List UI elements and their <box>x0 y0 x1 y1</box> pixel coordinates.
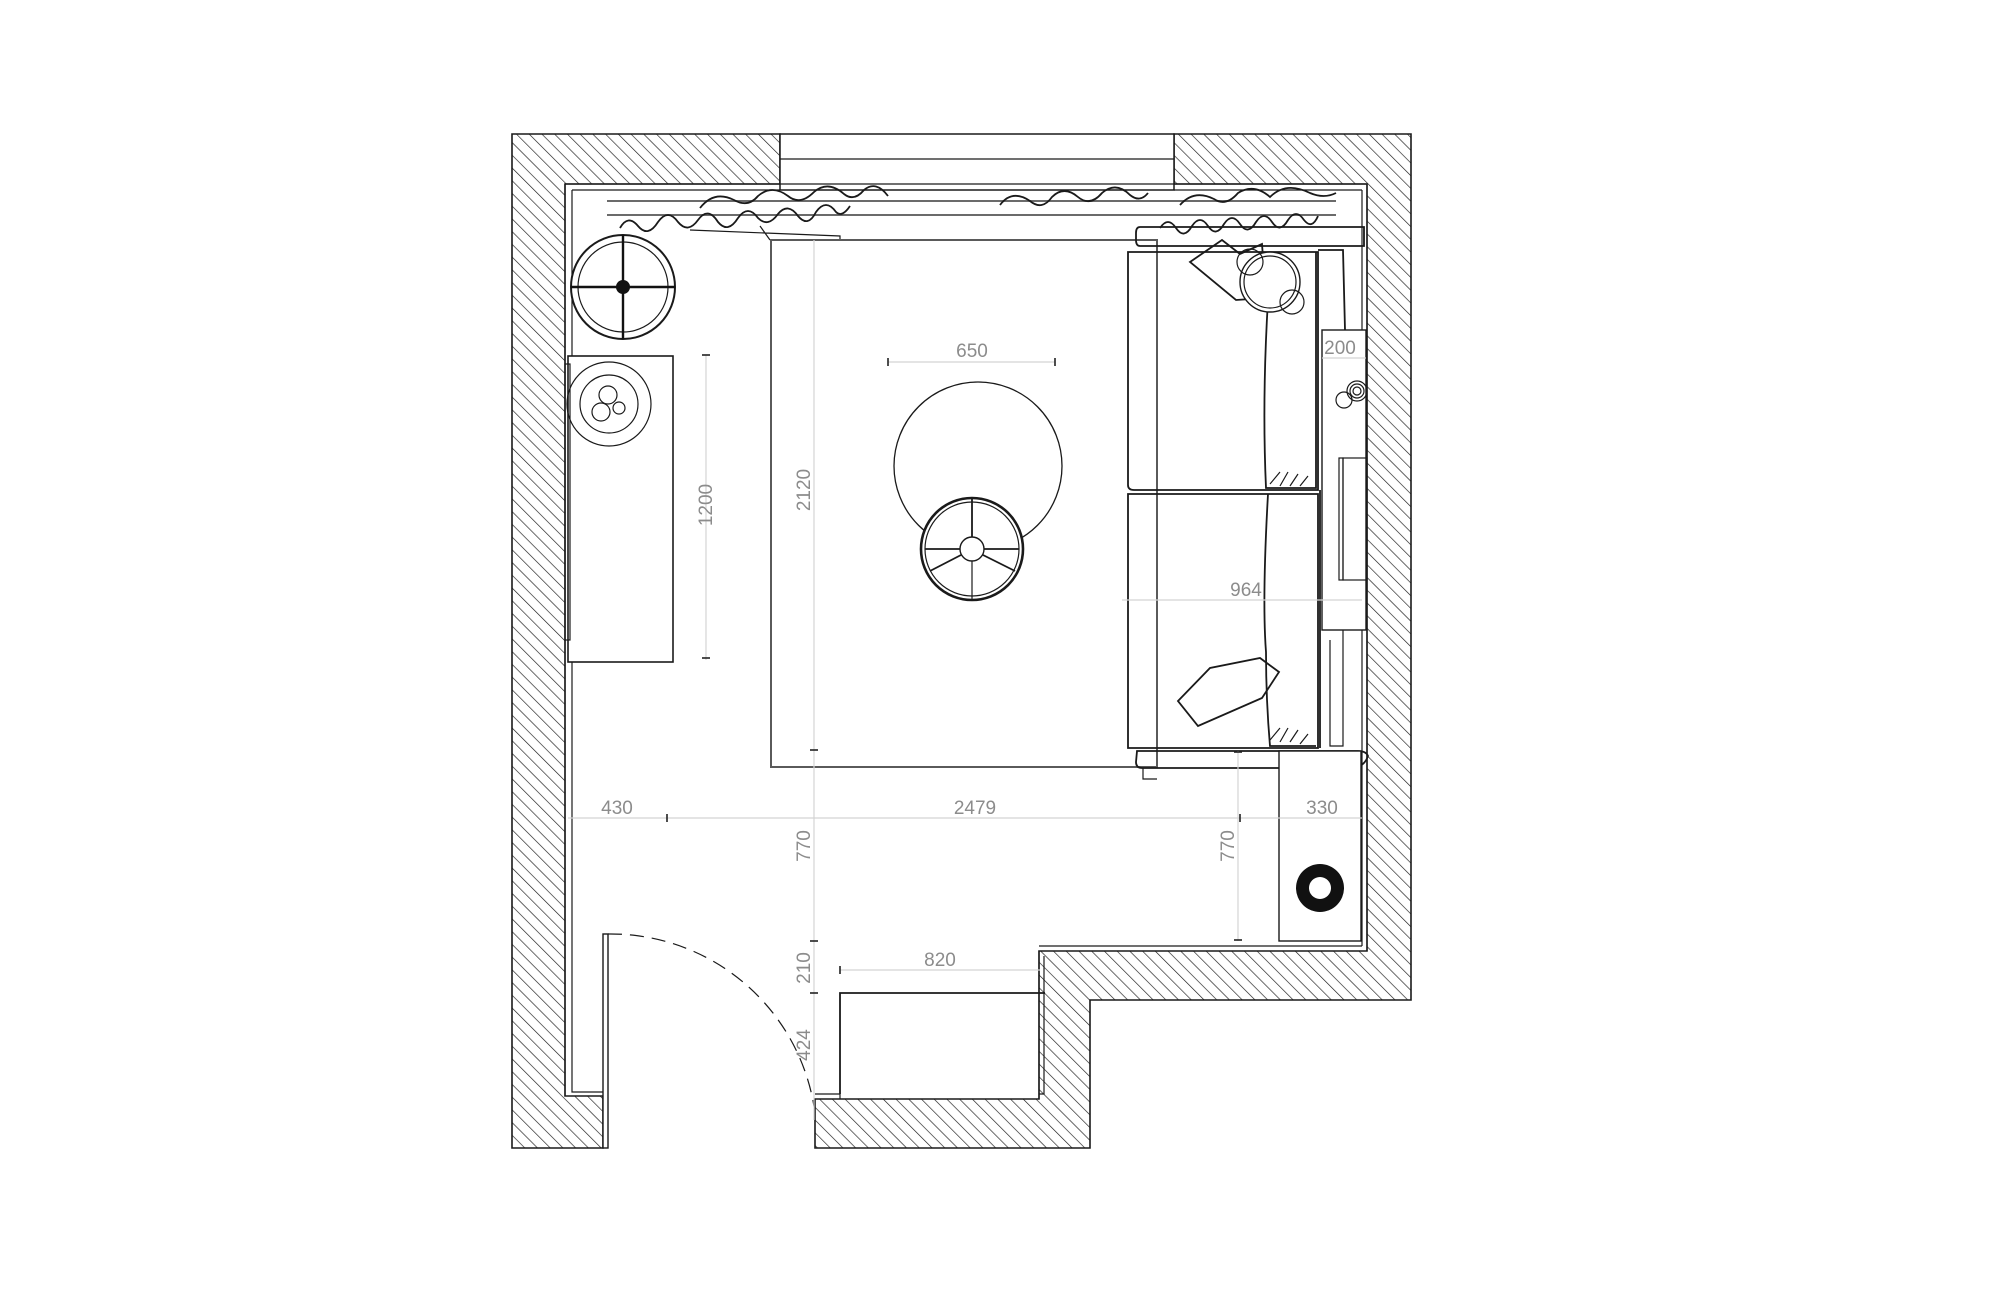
shelf-icon <box>1321 329 1367 631</box>
door-icon <box>602 933 609 1149</box>
dim-sofa-depth: 964 <box>1230 580 1262 601</box>
pillow-icon <box>1188 238 1267 301</box>
window <box>565 133 1367 191</box>
niche <box>839 992 1045 1094</box>
table-lamp-cluster <box>566 361 652 447</box>
dim-niche-width: 820 <box>924 950 956 971</box>
round-pouf <box>919 496 1025 602</box>
dim-rug: 2120 <box>794 469 815 511</box>
rug-icon <box>770 239 1158 768</box>
dim-right-cabinet: 330 <box>1306 798 1338 819</box>
wall-shelf <box>1321 329 1368 631</box>
dimension-lines <box>568 240 1366 1120</box>
dim-room-span: 2479 <box>954 798 996 819</box>
cabinet-icon <box>567 355 674 663</box>
window-icon <box>779 133 1175 191</box>
dim-shelf: 200 <box>1324 338 1356 359</box>
cushions <box>1176 238 1281 728</box>
cabinet-icon <box>1278 750 1362 942</box>
lamp-icon <box>566 361 652 447</box>
dim-niche-offset: 210 <box>794 952 815 984</box>
entry-door <box>602 933 816 1149</box>
dim-sideboard: 1200 <box>696 484 717 526</box>
sofa <box>1127 226 1369 780</box>
curtains <box>607 185 1337 241</box>
dimension-labels: 650 1200 2120 430 2479 330 964 200 770 7… <box>601 338 1356 1061</box>
speaker <box>1335 380 1368 409</box>
sofa-icon <box>1127 251 1319 491</box>
dim-left-clearance: 430 <box>601 798 633 819</box>
floor-lamp-corner <box>570 234 676 340</box>
curtain-icon <box>619 204 851 232</box>
sideboard <box>564 355 674 663</box>
sofa-side-table <box>1236 248 1305 315</box>
dim-door-to-niche: 424 <box>794 1029 815 1061</box>
dim-coffee-table: 650 <box>956 341 988 362</box>
speaker-icon <box>1346 380 1368 402</box>
dim-walkway-left: 770 <box>794 830 815 862</box>
dim-walkway-right: 770 <box>1218 830 1239 862</box>
area-rug <box>770 239 1158 768</box>
corner-cabinet <box>1278 750 1362 942</box>
